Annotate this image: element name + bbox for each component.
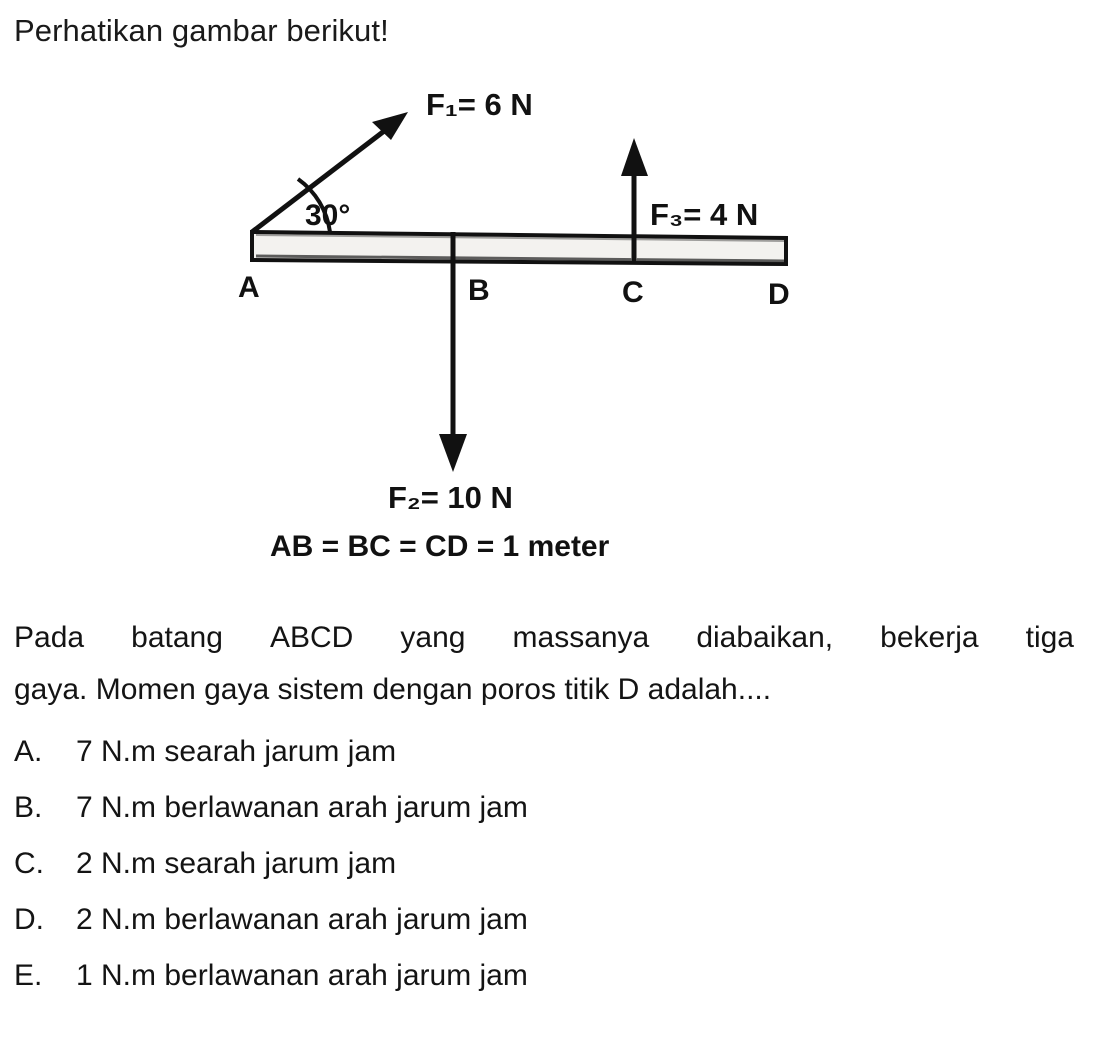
- point-label-b: B: [468, 274, 490, 307]
- question-line-2: gaya. Momen gaya sistem dengan poros tit…: [14, 673, 772, 706]
- question-word: bekerja: [880, 621, 979, 654]
- page-title: Perhatikan gambar berikut!: [14, 13, 389, 48]
- question-word: tiga: [1025, 621, 1074, 654]
- force-f2-arrow: [439, 232, 467, 472]
- option-letter: D.: [14, 903, 44, 936]
- option-letter: C.: [14, 847, 44, 880]
- option-letter: E.: [14, 959, 43, 992]
- angle-label: 30°: [305, 199, 350, 232]
- force-f1-arrow: [250, 112, 408, 234]
- force-f3-label: F₃= 4 N: [650, 197, 758, 232]
- question-word: yang: [400, 621, 466, 654]
- question-word: Pada: [14, 621, 85, 654]
- distances-label: AB = BC = CD = 1 meter: [270, 530, 610, 563]
- option-text: 7 N.m searah jarum jam: [76, 735, 397, 768]
- force-diagram-svg: F₁= 6 N F₃= 4 N F₂= 10 N 30° A B C D AB …: [238, 87, 790, 563]
- answer-option-d[interactable]: D. 2 N.m berlawanan arah jarum jam: [14, 903, 1086, 959]
- point-label-d: D: [768, 278, 790, 311]
- question-word: batang: [131, 621, 223, 654]
- question-text: Pada batang ABCD yang massanya diabaikan…: [14, 612, 1086, 716]
- bar-shape: [250, 229, 788, 267]
- answer-option-a[interactable]: A. 7 N.m searah jarum jam: [14, 735, 1086, 791]
- answer-options-list: A. 7 N.m searah jarum jam B. 7 N.m berla…: [14, 735, 1086, 1015]
- question-word: diabaikan,: [696, 621, 834, 654]
- answer-option-b[interactable]: B. 7 N.m berlawanan arah jarum jam: [14, 791, 1086, 847]
- force-f1-label: F₁= 6 N: [426, 87, 533, 122]
- point-label-c: C: [622, 276, 644, 309]
- point-label-a: A: [238, 271, 260, 304]
- option-letter: A.: [14, 735, 43, 768]
- option-letter: B.: [14, 791, 43, 824]
- option-text: 2 N.m berlawanan arah jarum jam: [76, 903, 528, 936]
- answer-option-e[interactable]: E. 1 N.m berlawanan arah jarum jam: [14, 959, 1086, 1015]
- answer-option-c[interactable]: C. 2 N.m searah jarum jam: [14, 847, 1086, 903]
- angle-arc: [296, 177, 332, 233]
- force-f2-label: F₂= 10 N: [388, 480, 513, 515]
- option-text: 2 N.m searah jarum jam: [76, 847, 397, 880]
- force-diagram-figure: F₁= 6 N F₃= 4 N F₂= 10 N 30° A B C D AB …: [0, 60, 1100, 580]
- question-word: massanya: [512, 621, 650, 654]
- option-text: 1 N.m berlawanan arah jarum jam: [76, 959, 528, 992]
- option-text: 7 N.m berlawanan arah jarum jam: [76, 791, 528, 824]
- question-word: ABCD: [269, 621, 354, 654]
- question-line-1: Pada batang ABCD yang massanya diabaikan…: [14, 612, 1074, 664]
